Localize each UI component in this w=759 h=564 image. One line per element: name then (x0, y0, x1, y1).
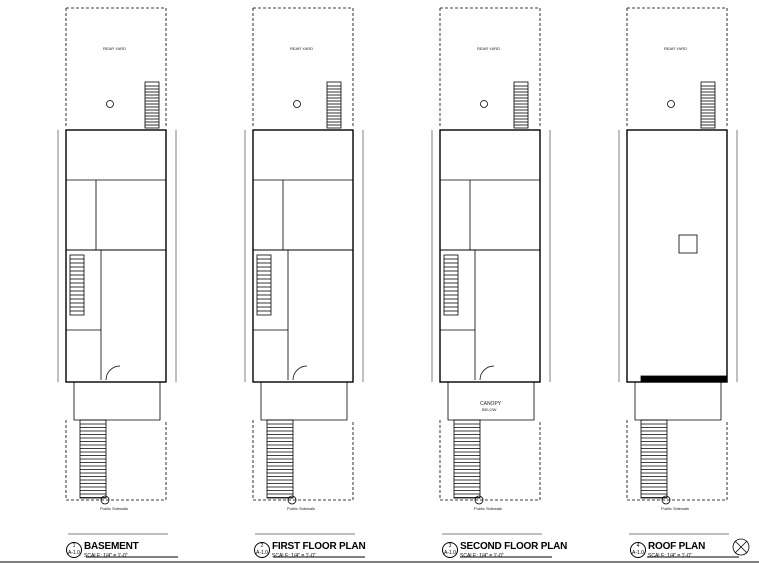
building-outline (439, 129, 541, 383)
door-swing (479, 365, 495, 381)
lot-line (626, 420, 728, 501)
north-arrow-icon (480, 100, 488, 108)
rear-stair (513, 81, 529, 129)
plan-scale: SCALE: 1/4" = 1'-0" (84, 553, 128, 559)
roof-hatch (678, 234, 698, 254)
interior-stair (69, 254, 85, 316)
building-outline (626, 129, 728, 383)
rear-stair (144, 81, 160, 129)
building-outline (65, 129, 167, 383)
rear-stair (700, 81, 716, 129)
lot-line (65, 420, 167, 501)
north-arrow-icon (732, 538, 750, 556)
public-sidewalk-label-3: Public Sidewalk (474, 506, 503, 511)
plan-title: FIRST FLOOR PLAN (272, 541, 366, 552)
north-arrow-icon (100, 495, 110, 505)
sheet-number: A-1.0 (444, 550, 456, 556)
canopy-below-label: BELOW (482, 407, 497, 412)
lot-line (439, 420, 541, 501)
building-outline (252, 129, 354, 383)
rear-yard-label-2: REAR YARD (290, 46, 313, 51)
rear-yard-label-4: REAR YARD (664, 46, 687, 51)
north-arrow-icon (734, 540, 748, 554)
rear-yard-label-1: REAR YARD (103, 46, 126, 51)
plan-scale: SCALE: 1/4" = 1'-0" (272, 553, 316, 559)
north-arrow-icon (287, 495, 297, 505)
areaway (260, 382, 348, 421)
public-sidewalk-label-4: Public Sidewalk (661, 506, 690, 511)
areaway (73, 382, 161, 421)
plan-number-circle (254, 542, 270, 558)
plan-number-circle (630, 542, 646, 558)
plan-title: ROOF PLAN (648, 541, 706, 552)
lot-line (252, 420, 354, 501)
sheet-number: A-1.0 (256, 550, 268, 556)
areaway (447, 382, 535, 421)
sheet-number: A-1.0 (632, 550, 644, 556)
plan-scale: SCALE: 1/4" = 1'-0" (460, 553, 504, 559)
public-sidewalk-label-1: Public Sidewalk (100, 506, 129, 511)
interior-stair (256, 254, 272, 316)
plan-title: BASEMENT (84, 541, 139, 552)
door-swing (292, 365, 308, 381)
plan-number-circle (66, 542, 82, 558)
north-arrow-icon (474, 495, 484, 505)
rear-stair (326, 81, 342, 129)
plan-number: 1 (72, 543, 76, 549)
door-swing (105, 365, 121, 381)
areaway (634, 382, 722, 421)
plan-number-circle (442, 542, 458, 558)
rear-yard-label-3: REAR YARD (477, 46, 500, 51)
north-arrow-icon (667, 100, 675, 108)
plan-number: 3 (448, 543, 452, 549)
north-arrow-icon (293, 100, 301, 108)
parapet (640, 375, 728, 383)
plan-number: 4 (636, 543, 640, 549)
canopy-label: CANOPY (480, 401, 502, 407)
sheet-number: A-1.0 (68, 550, 80, 556)
plan-scale: SCALE: 1/4" = 1'-0" (648, 553, 692, 559)
public-sidewalk-label-2: Public Sidewalk (287, 506, 316, 511)
interior-stair (443, 254, 459, 316)
plan-number: 2 (260, 543, 264, 549)
plan-title: SECOND FLOOR PLAN (460, 541, 568, 552)
north-arrow-icon (661, 495, 671, 505)
north-arrow-icon (106, 100, 114, 108)
